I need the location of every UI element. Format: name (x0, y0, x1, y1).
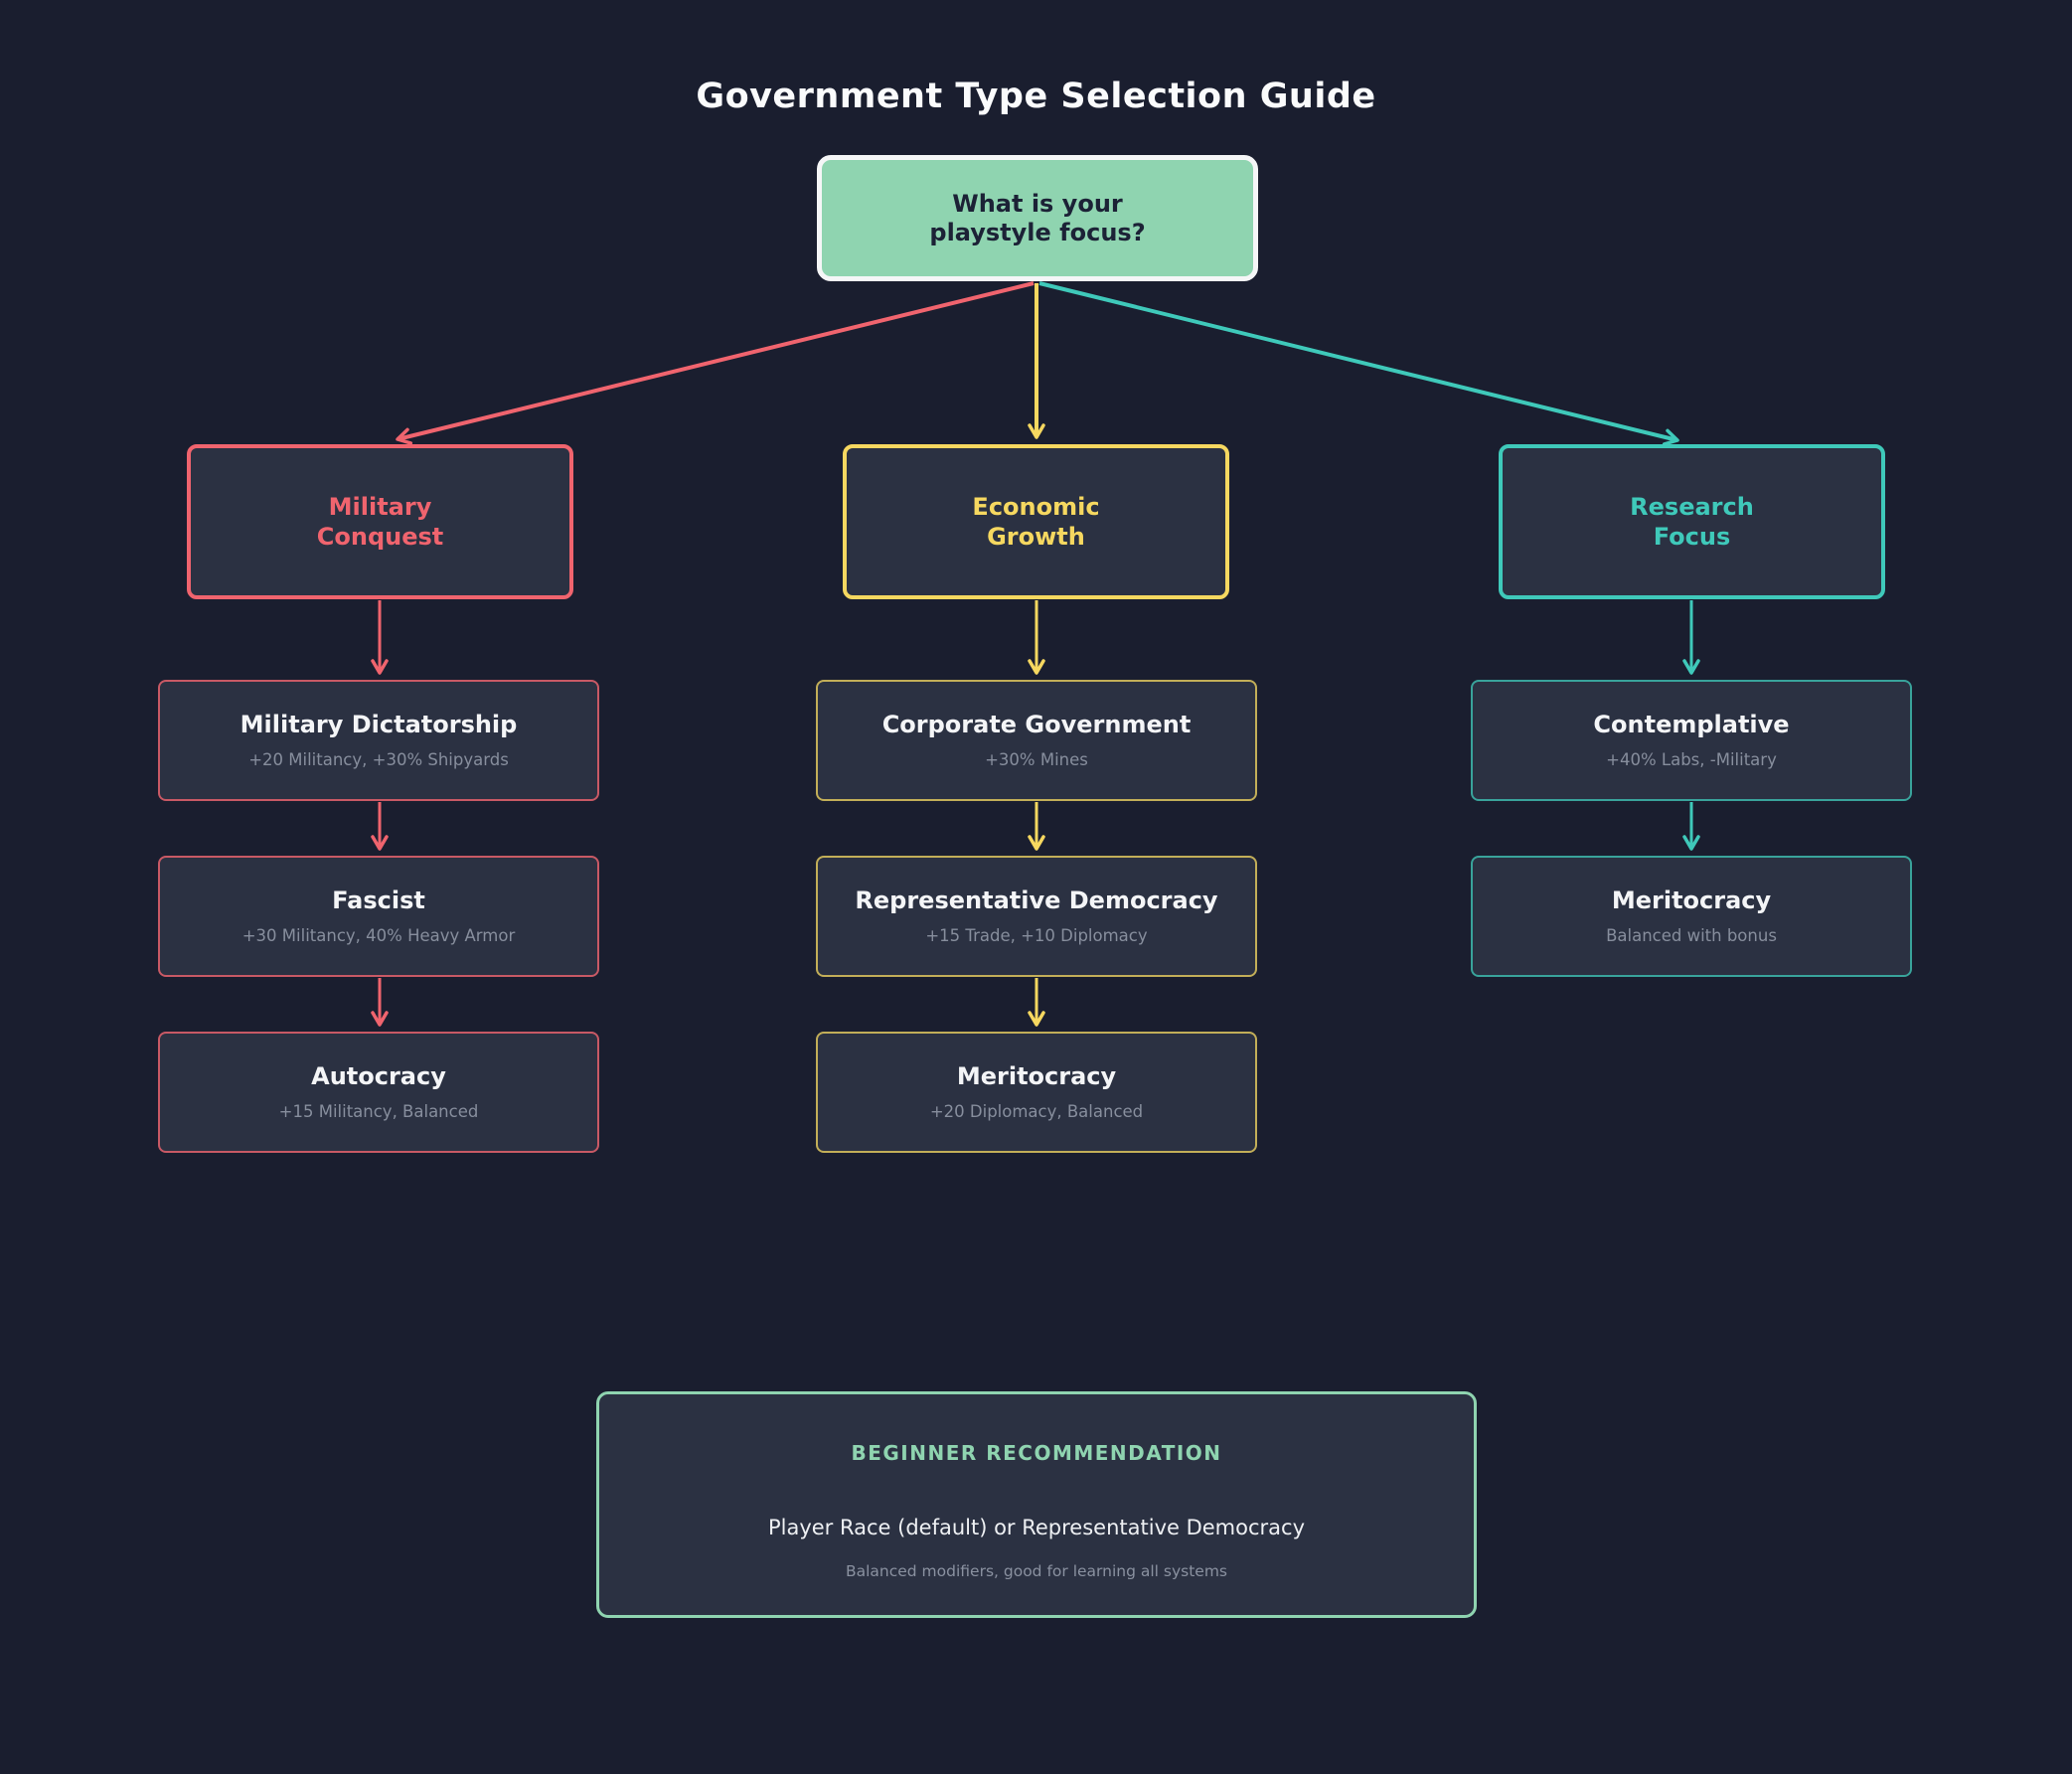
node-fascist: Fascist +30 Militancy, 40% Heavy Armor (158, 856, 599, 977)
arrow-root-to-military (396, 281, 1035, 445)
recommendation-subtitle: Balanced modifiers, good for learning al… (845, 1562, 1228, 1580)
leaf-modifiers: +30% Mines (985, 750, 1088, 769)
node-military-conquest: Military Conquest (187, 444, 573, 599)
node-representative-democracy: Representative Democracy +15 Trade, +10 … (816, 856, 1257, 977)
leaf-title: Corporate Government (881, 711, 1192, 738)
node-corporate-government: Corporate Government +30% Mines (816, 680, 1257, 801)
recommendation-heading: BEGINNER RECOMMENDATION (851, 1441, 1222, 1465)
branch-label-line1: Military (328, 493, 432, 521)
leaf-title: Contemplative (1593, 711, 1790, 738)
page-title: Government Type Selection Guide (696, 77, 1376, 116)
recommendation-title: Player Race (default) or Representative … (767, 1516, 1306, 1539)
leaf-modifiers: +40% Labs, -Military (1606, 750, 1777, 769)
branch-label-line2: Focus (1653, 523, 1731, 551)
leaf-modifiers: +15 Trade, +10 Diplomacy (925, 926, 1148, 945)
leaf-title: Representative Democracy (855, 887, 1218, 914)
branch-label-line1: Research (1630, 493, 1754, 521)
root-question-line1: What is your (952, 189, 1123, 218)
node-meritocracy-economic: Meritocracy +20 Diplomacy, Balanced (816, 1032, 1257, 1153)
node-economic-growth: Economic Growth (843, 444, 1229, 599)
node-military-dictatorship: Military Dictatorship +20 Militancy, +30… (158, 680, 599, 801)
beginner-recommendation-panel: BEGINNER RECOMMENDATION Player Race (def… (596, 1391, 1477, 1618)
leaf-modifiers: Balanced with bonus (1606, 926, 1777, 945)
arrow-root-to-research (1038, 281, 1679, 446)
leaf-title: Autocracy (311, 1062, 446, 1090)
node-research-focus: Research Focus (1499, 444, 1885, 599)
leaf-modifiers: +20 Militancy, +30% Shipyards (248, 750, 509, 769)
branch-label-line2: Conquest (316, 523, 444, 551)
leaf-title: Meritocracy (1611, 887, 1772, 914)
leaf-modifiers: +30 Militancy, 40% Heavy Armor (241, 926, 516, 945)
node-autocracy: Autocracy +15 Militancy, Balanced (158, 1032, 599, 1153)
leaf-title: Fascist (332, 887, 425, 914)
branch-label-line2: Growth (987, 523, 1085, 551)
node-meritocracy-research: Meritocracy Balanced with bonus (1471, 856, 1912, 977)
branch-label-line1: Economic (972, 493, 1100, 521)
leaf-title: Meritocracy (956, 1062, 1117, 1090)
leaf-title: Military Dictatorship (239, 711, 518, 738)
leaf-modifiers: +20 Diplomacy, Balanced (929, 1102, 1144, 1121)
root-question-line2: playstyle focus? (929, 218, 1146, 246)
node-contemplative: Contemplative +40% Labs, -Military (1471, 680, 1912, 801)
node-playstyle-question: What is your playstyle focus? (817, 155, 1258, 281)
leaf-modifiers: +15 Militancy, Balanced (278, 1102, 479, 1121)
